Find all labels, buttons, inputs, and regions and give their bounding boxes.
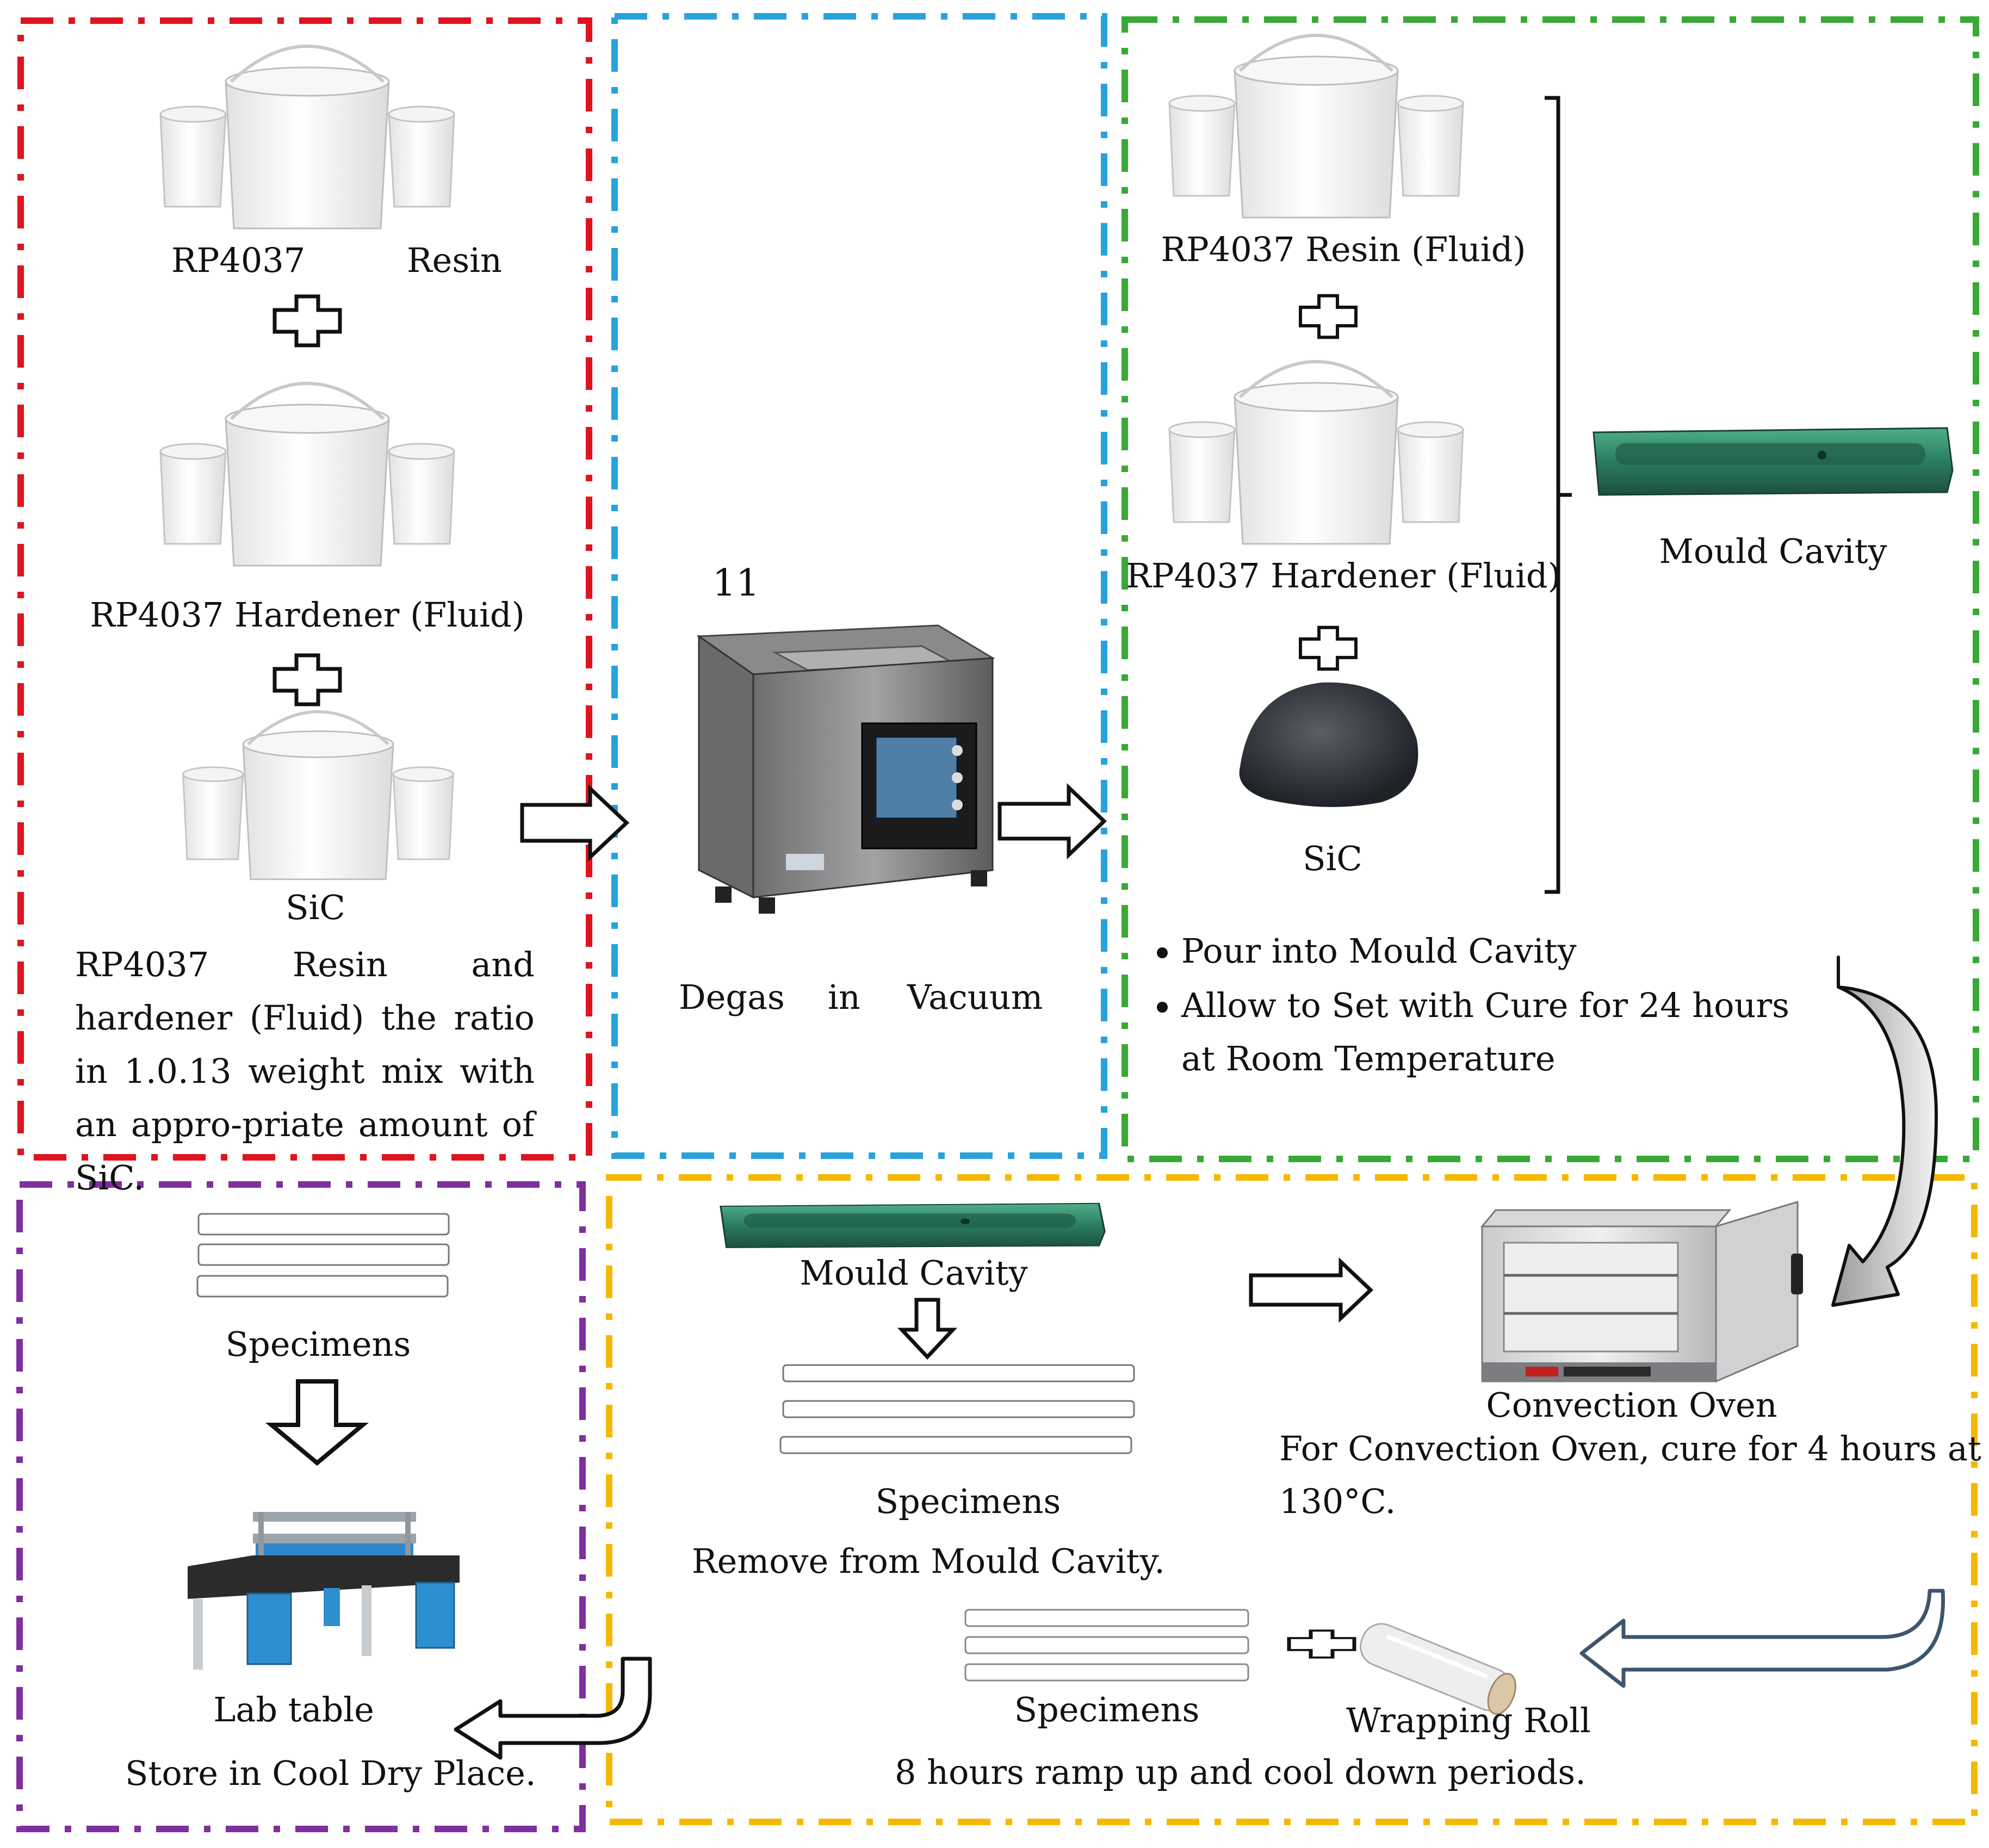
convection-oven-label: Convection Oven [1486, 1385, 1777, 1425]
step2-frame [611, 13, 1107, 1159]
step5-frame [16, 1181, 586, 1832]
step1-description: RP4037 Resin and hardener (Fluid) the ra… [75, 945, 535, 1198]
resin-bucket-icon [1169, 35, 1463, 218]
specimen-strip-icon [964, 1609, 1249, 1627]
bullet-icon [1157, 1002, 1168, 1013]
resin-fluid-label: RP4037 Resin (Fluid) [1161, 230, 1526, 269]
store-instruction: Store in Cool Dry Place. [125, 1753, 536, 1793]
specimens-label: Specimens [225, 1324, 411, 1364]
mould-cavity-label: Mould Cavity [1659, 531, 1887, 571]
step3-frame [1121, 16, 1979, 1162]
specimen-strip-icon [782, 1364, 1135, 1382]
lab-table-icon [188, 1512, 460, 1670]
convection-oven-icon [1480, 1200, 1803, 1383]
wrapping-roll-label: Wrapping Roll [1346, 1701, 1591, 1740]
specimen-strip-icon [964, 1636, 1249, 1654]
plus-icon [275, 655, 340, 704]
degas-label-c: Vacuum [907, 977, 1043, 1017]
chamber-number: 11 [712, 562, 760, 605]
lab-table-label: Lab table [213, 1690, 374, 1729]
plus-icon [1300, 628, 1356, 669]
specimens-label: Specimens [875, 1481, 1061, 1521]
hardener-bucket-icon [1169, 362, 1463, 544]
specimen-strip-icon [779, 1436, 1132, 1454]
sic-label: SiC [1303, 839, 1362, 878]
hook-arrow-icon [1579, 1589, 1945, 1688]
ramp-note: 8 hours ramp up and cool down periods. [895, 1752, 1586, 1792]
curved-arrow-icon [1831, 956, 1938, 1307]
vacuum-chamber-icon [696, 624, 995, 914]
wrapping-roll-icon [1360, 1623, 1516, 1715]
wrap-specimens-label: Specimens [1014, 1690, 1200, 1729]
resin-label-b: Resin [407, 240, 502, 280]
resin-label-a: RP4037 [171, 240, 306, 280]
arrow-icon [1249, 1257, 1374, 1323]
hardener-label: RP4037 Hardener (Fluid) [90, 595, 525, 635]
specimen-strip-icon [782, 1400, 1135, 1418]
oven-note-line2: 130°C. [1279, 1481, 1396, 1521]
cure-instruction-line1: Allow to Set with Cure for 24 hours [1181, 985, 1789, 1025]
plus-icon [1289, 1630, 1354, 1658]
resin-bucket-icon [160, 46, 454, 228]
plus-icon [1300, 296, 1356, 338]
mould-cavity-label: Mould Cavity [800, 1253, 1028, 1293]
degas-label-a: Degas [679, 977, 785, 1017]
hook-arrow-icon [454, 1657, 652, 1760]
mould-cavity-icon [720, 1202, 1106, 1249]
arrow-icon [520, 784, 630, 862]
sic-bucket-icon [183, 712, 454, 879]
step4-frame [606, 1174, 1978, 1825]
arrow-icon [997, 783, 1107, 860]
sic-label: SiC [286, 888, 345, 927]
mould-cavity-icon [1593, 427, 1954, 496]
remove-instruction: Remove from Mould Cavity. [692, 1541, 1165, 1581]
degas-label-b: in [828, 977, 860, 1017]
step1-frame [17, 17, 592, 1161]
sic-powder-icon [1239, 682, 1418, 807]
specimen-strip-icon [197, 1243, 450, 1266]
hardener-bucket-icon [160, 383, 454, 566]
arrow-icon [897, 1298, 958, 1360]
arrow-icon [265, 1379, 369, 1466]
bracket [1545, 96, 1560, 894]
specimen-strip-icon [197, 1213, 450, 1236]
specimen-strip-icon [964, 1663, 1249, 1682]
pour-instruction: Pour into Mould Cavity [1181, 931, 1577, 971]
plus-icon [275, 296, 340, 345]
hardener-fluid-label: RP4037 Hardener (Fluid) [1126, 556, 1561, 596]
specimen-strip-icon [196, 1275, 449, 1298]
bullet-icon [1157, 947, 1168, 958]
oven-note-line1: For Convection Oven, cure for 4 hours at [1279, 1429, 1981, 1468]
cure-instruction-line2: at Room Temperature [1181, 1039, 1556, 1078]
